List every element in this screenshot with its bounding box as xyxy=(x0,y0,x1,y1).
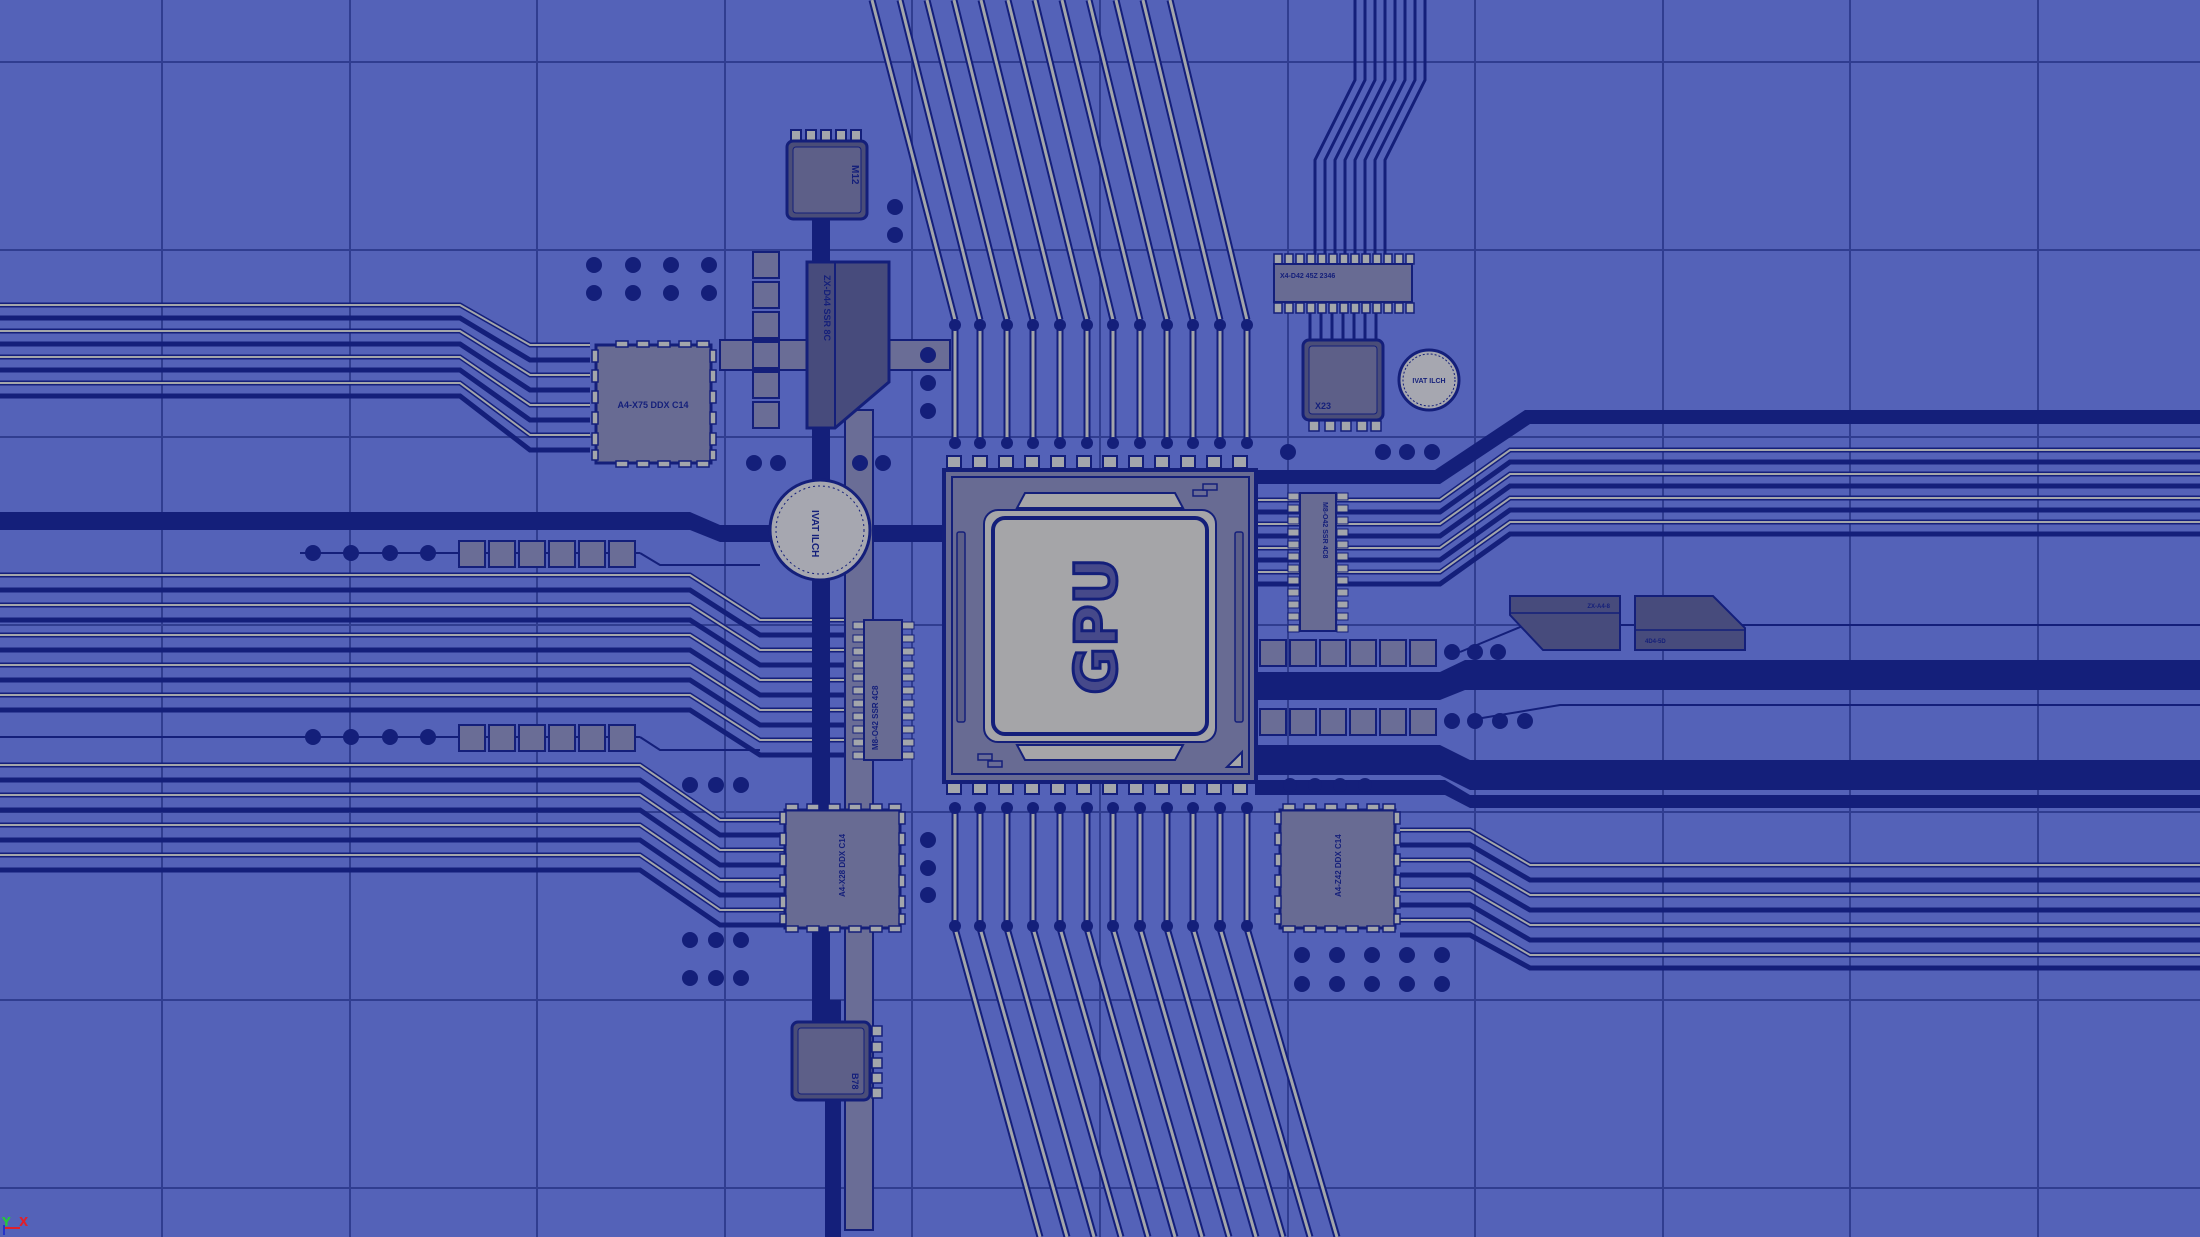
gpu-label: GPU xyxy=(1062,557,1130,694)
svg-text:B78: B78 xyxy=(850,1073,860,1090)
svg-text:ZX-D44 SSR 8C: ZX-D44 SSR 8C xyxy=(822,275,832,342)
svg-text:IVAT ILCH: IVAT ILCH xyxy=(809,510,820,557)
svg-text:IVAT ILCH: IVAT ILCH xyxy=(1412,378,1445,385)
chip-left-qfn: A4-X75 DDX C14 xyxy=(591,340,717,468)
svg-text:A4-Z42 DDX C14: A4-Z42 DDX C14 xyxy=(1334,834,1343,897)
chip-right-soic: M8-O42 SSR 4C8 xyxy=(1287,492,1349,633)
svg-text:X4-D42 45Z 2346: X4-D42 45Z 2346 xyxy=(1280,273,1335,280)
svg-text:ZX-A4-8: ZX-A4-8 xyxy=(1587,604,1610,610)
svg-text:M8-O42 SSR 4C8: M8-O42 SSR 4C8 xyxy=(1321,502,1328,559)
svg-text:A4-X28 DDX C14: A4-X28 DDX C14 xyxy=(838,833,847,897)
axis-x-label: X xyxy=(19,1215,29,1229)
right-blocks: ZX-A4-8 4D4-5D xyxy=(1509,595,1746,651)
svg-text:A4-X75 DDX C14: A4-X75 DDX C14 xyxy=(617,400,688,410)
via-clusters xyxy=(586,199,1450,992)
right-pad-rows xyxy=(1259,639,1437,736)
chip-bottom-right-qfn: A4-Z42 DDX C14 xyxy=(1274,803,1401,933)
gpu-package: GPU xyxy=(942,455,1258,795)
power-trace-left xyxy=(0,512,945,542)
chip-b78: B78 xyxy=(790,1020,883,1102)
chip-m12: M12 xyxy=(785,129,869,221)
chip-bottom-left-qfn: A4-X28 DDX C14 xyxy=(779,803,906,933)
crystal-right: IVAT ILCH xyxy=(1397,348,1461,412)
svg-text:4D4-5D: 4D4-5D xyxy=(1645,639,1666,645)
axis-z-line xyxy=(3,1225,5,1235)
chip-regulator: ZX-D44 SSR 8C xyxy=(805,260,891,430)
axis-gizmo: Y X xyxy=(2,1215,28,1235)
chip-top-right-soic: X4-D42 45Z 2346 xyxy=(1273,253,1415,314)
left-bus-traces xyxy=(0,302,850,928)
svg-text:X23: X23 xyxy=(1315,401,1331,411)
chip-x23: X23 xyxy=(1301,313,1385,432)
pin-vias xyxy=(949,319,1253,932)
axis-x-line xyxy=(4,1227,20,1229)
chip-label: M12 xyxy=(849,165,860,185)
crystal-left: IVAT ILCH xyxy=(768,478,872,582)
chip-left-soic: M8-O42 SSR 4C8 xyxy=(852,619,915,761)
svg-text:M8-O42 SSR 4C8: M8-O42 SSR 4C8 xyxy=(871,685,880,750)
axis-y-label: Y xyxy=(2,1215,11,1229)
top-diagonal-traces xyxy=(868,0,1251,321)
power-traces-right xyxy=(1255,410,2200,808)
left-pad-row-top xyxy=(300,540,760,568)
left-pad-row-bottom xyxy=(0,724,760,752)
